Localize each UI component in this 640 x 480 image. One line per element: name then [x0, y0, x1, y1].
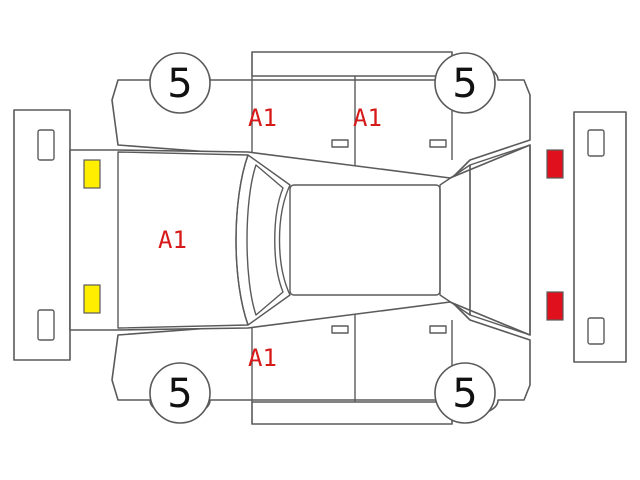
front-bumper-slot-lower [37, 309, 55, 341]
tire-rear-left-label: 5 [452, 61, 477, 107]
damage-label-top-front-door: A1 [248, 104, 277, 132]
rear-bumper [573, 111, 627, 363]
top-front-door-handle [331, 139, 349, 148]
bottom-rear-door-handle [429, 325, 447, 334]
tire-rear-right-label: 5 [452, 371, 477, 417]
damage-label-hood: A1 [158, 226, 187, 254]
windshield [235, 154, 291, 326]
tire-rear-right-ring [434, 362, 496, 424]
front-bumper-slot-upper [37, 129, 55, 161]
top-rear-door-handle [429, 139, 447, 148]
rear-bumper-slot-upper [587, 129, 605, 157]
bottom-roof-rail [251, 401, 453, 425]
yellow-lamp-icon [83, 159, 101, 189]
damage-label-top-rear-door: A1 [353, 104, 382, 132]
tire-front-left-label: 5 [167, 61, 192, 107]
tire-front-right-ring [149, 362, 211, 424]
red-lamp-icon [546, 149, 564, 179]
top-roof-rail [251, 51, 453, 77]
trunk [469, 144, 531, 336]
tire-rear-left-ring [434, 52, 496, 114]
red-lamp-icon [546, 291, 564, 321]
tire-front-left-ring [149, 52, 211, 114]
yellow-lamp-icon [83, 284, 101, 314]
bottom-front-door-handle [331, 325, 349, 334]
rear-bumper-slot-lower [587, 317, 605, 345]
damage-label-bottom-front-door: A1 [248, 344, 277, 372]
car-body-top-view [69, 144, 531, 336]
front-bumper [13, 109, 71, 361]
tire-front-right-label: 5 [167, 371, 192, 417]
